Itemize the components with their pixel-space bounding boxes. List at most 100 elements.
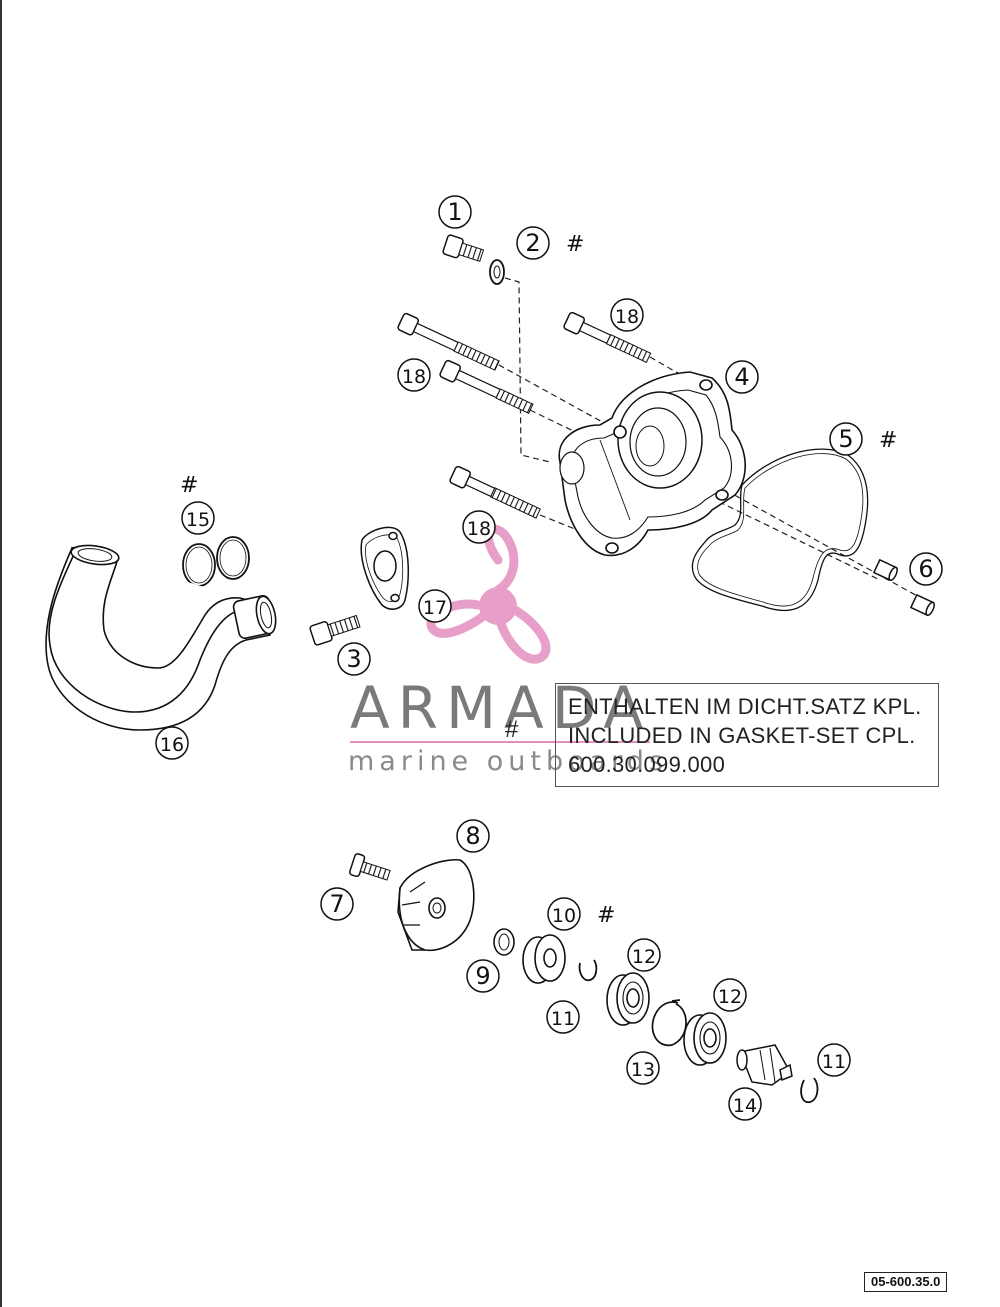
page-code-label: 05-600.35.0 [864, 1272, 948, 1292]
callout-6: 6 [909, 552, 943, 586]
callout-circle [418, 589, 452, 623]
callout-number: 2 [525, 229, 540, 257]
part-11-circlip-b [800, 1077, 819, 1104]
callout-hash-marker: # [566, 232, 584, 257]
legend-line-en: INCLUDED IN GASKET-SET CPL. [568, 723, 916, 748]
part-4-pump-cover [558, 371, 746, 557]
callout-circle [610, 298, 644, 332]
callout-number: 6 [918, 555, 933, 583]
armada-watermark-text: ARMADA marine outboards [348, 674, 668, 777]
gasket-set-legend-box: ENTHALTEN IM DICHT.SATZ KPL. INCLUDED IN… [555, 683, 939, 787]
callout-circle [181, 501, 215, 535]
callout-number: 4 [734, 363, 749, 391]
part-2-washer [489, 259, 505, 285]
callout-14: 14 [728, 1087, 762, 1121]
part-12-bearing-b [683, 1012, 727, 1066]
callout-number: 11 [551, 1008, 575, 1030]
callout-18: 18 [397, 358, 431, 392]
callout-3: 3 [337, 642, 371, 676]
callout-number: 14 [733, 1095, 757, 1117]
legend-part-number: 600.30.099.000 [568, 752, 726, 777]
callout-circle [337, 642, 371, 676]
callout-number: 5 [838, 425, 853, 453]
part-14-pump-shaft [736, 1044, 793, 1086]
callout-number: 12 [718, 986, 742, 1008]
callout-circle [466, 959, 500, 993]
callout-circle [725, 360, 759, 394]
part-13-retaining-ring [651, 999, 687, 1047]
part-11-circlip-a [578, 959, 598, 982]
callout-hash-marker: # [879, 428, 897, 453]
part-9-ring [493, 928, 515, 956]
legend-line-de: ENTHALTEN IM DICHT.SATZ KPL. [568, 694, 922, 719]
callout-8: 8 [456, 819, 490, 853]
legend-symbol: # [505, 716, 519, 743]
page-left-border [0, 0, 2, 1307]
callout-circle [627, 938, 661, 972]
callout-number: 16 [160, 734, 184, 756]
part-3-short-bolt [309, 614, 361, 646]
callout-circle [817, 1043, 851, 1077]
callout-number: 18 [402, 366, 426, 388]
callout-9: 9 [466, 959, 500, 993]
callout-circle [829, 422, 863, 456]
part-18-long-bolt-middle [439, 359, 534, 414]
callout-5: 5# [829, 422, 897, 456]
callout-circle [909, 552, 943, 586]
callout-15: 15 # [180, 473, 215, 535]
callout-number: 7 [329, 890, 344, 918]
callout-circle [438, 195, 472, 229]
part-15-o-rings [182, 536, 250, 587]
callout-11: 11 [546, 1000, 580, 1034]
callout-number: 9 [475, 962, 490, 990]
callout-number: 10 [552, 905, 576, 927]
callout-circle [462, 510, 496, 544]
part-5-gasket-ring [691, 448, 869, 612]
part-7-impeller-bolt [349, 853, 391, 881]
callout-number: 3 [346, 645, 361, 673]
callout-number: 15 [186, 509, 210, 531]
part-18-bolt-right [563, 311, 652, 364]
part-10-shaft-seal [522, 934, 566, 984]
callout-12: 12 [627, 938, 661, 972]
watermark-brand: ARMADA [350, 674, 651, 742]
callout-7: 7 [320, 887, 354, 921]
callout-12: 12 [713, 978, 747, 1012]
callout-16: 16 [155, 726, 189, 760]
callout-18: 18 [462, 510, 496, 544]
part-18-long-bolt-upper [397, 312, 500, 371]
part-1-bolt [442, 234, 485, 262]
callout-circle [516, 226, 550, 260]
part-12-bearing-a [606, 972, 650, 1026]
callout-17: 17 [418, 589, 452, 623]
callout-number: 8 [465, 822, 480, 850]
part-18-bolt-lower [449, 465, 541, 519]
callout-circle [456, 819, 490, 853]
part-6-dowel-sleeves [872, 558, 935, 617]
callout-number: 17 [423, 597, 447, 619]
callout-circle [713, 978, 747, 1012]
callout-2: 2# [516, 226, 584, 260]
callout-hash-marker: # [597, 903, 615, 928]
callout-number: 18 [615, 306, 639, 328]
watermark-tagline: marine outboards [348, 746, 668, 777]
callout-circle [547, 897, 581, 931]
callout-hash-marker: # [180, 473, 198, 498]
callout-1: 1 [438, 195, 472, 229]
callout-number: 1 [447, 198, 462, 226]
callout-11: 11 [817, 1043, 851, 1077]
callout-number: 11 [822, 1051, 846, 1073]
callout-circle [155, 726, 189, 760]
callout-number: 12 [632, 946, 656, 968]
callout-18: 18 [610, 298, 644, 332]
part-8-impeller [397, 858, 475, 952]
callout-circle [320, 887, 354, 921]
callout-13: 13 [626, 1051, 660, 1085]
part-16-coolant-pipe [45, 544, 277, 731]
callout-4: 4 [725, 360, 759, 394]
callout-circle [728, 1087, 762, 1121]
callout-circle [626, 1051, 660, 1085]
